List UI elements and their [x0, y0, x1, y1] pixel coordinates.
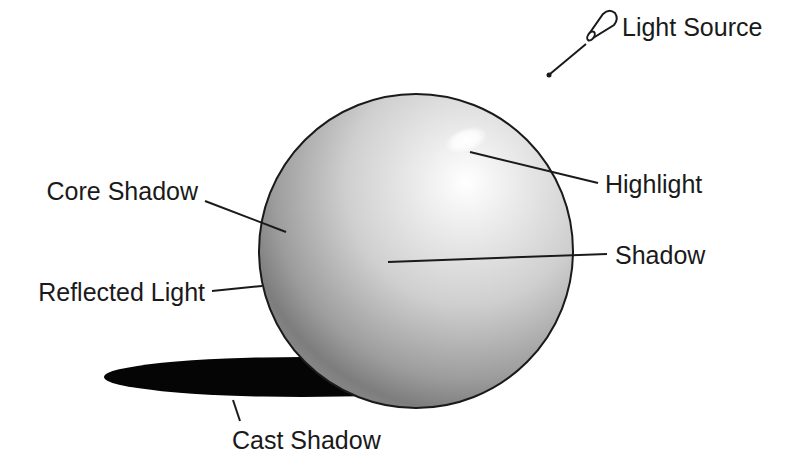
part-label: Core Shadow [47, 176, 198, 206]
lamp-icon [586, 11, 617, 42]
part-label: Highlight [605, 169, 702, 199]
part-label: Shadow [615, 240, 705, 270]
part-label: Cast Shadow [232, 425, 381, 455]
leader-lines [205, 44, 607, 421]
sphere [259, 94, 573, 408]
light-source-label: Light Source [622, 12, 762, 42]
light-point [547, 73, 552, 78]
specular-highlight [441, 121, 491, 159]
part-label: Reflected Light [38, 277, 205, 307]
